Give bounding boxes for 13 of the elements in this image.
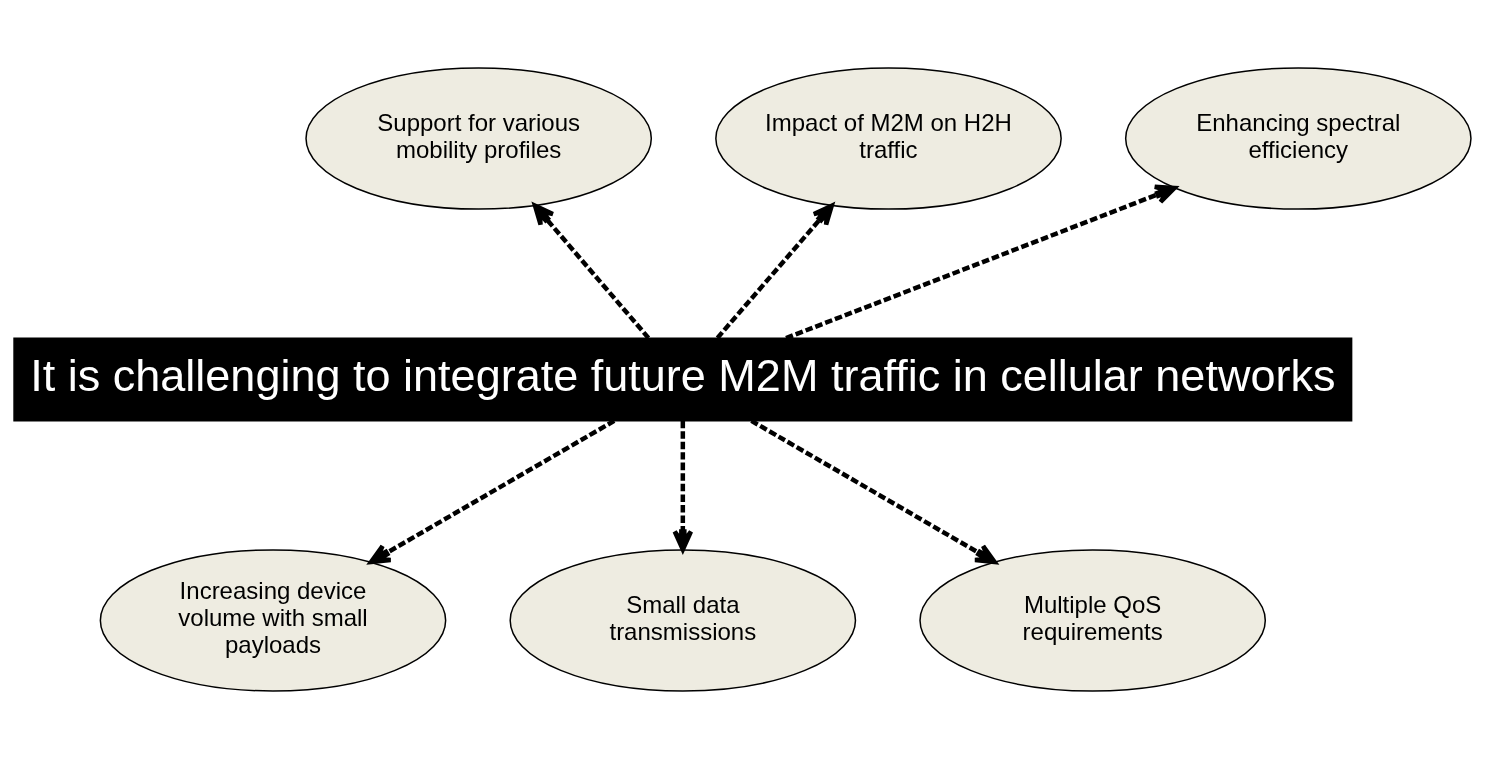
arrow	[715, 203, 834, 340]
arrow	[368, 418, 616, 565]
node-ellipse: Impact of M2M on H2H traffic	[715, 67, 1062, 210]
node-box: It is challenging to integrate future M2M traffic in cellular networks	[13, 337, 1353, 422]
node-ellipse: Small data transmissions	[509, 549, 857, 692]
arrow	[785, 184, 1177, 341]
node-ellipse: Increasing device volume with small payloads	[99, 549, 447, 692]
arrow	[532, 203, 651, 340]
arrow	[750, 418, 997, 565]
node-ellipse: Support for various mobility profiles	[305, 67, 653, 210]
node-ellipse: Enhancing spectral efficiency	[1124, 67, 1472, 210]
node-ellipse: Multiple QoS requirements	[919, 549, 1267, 692]
arrow	[672, 420, 694, 552]
